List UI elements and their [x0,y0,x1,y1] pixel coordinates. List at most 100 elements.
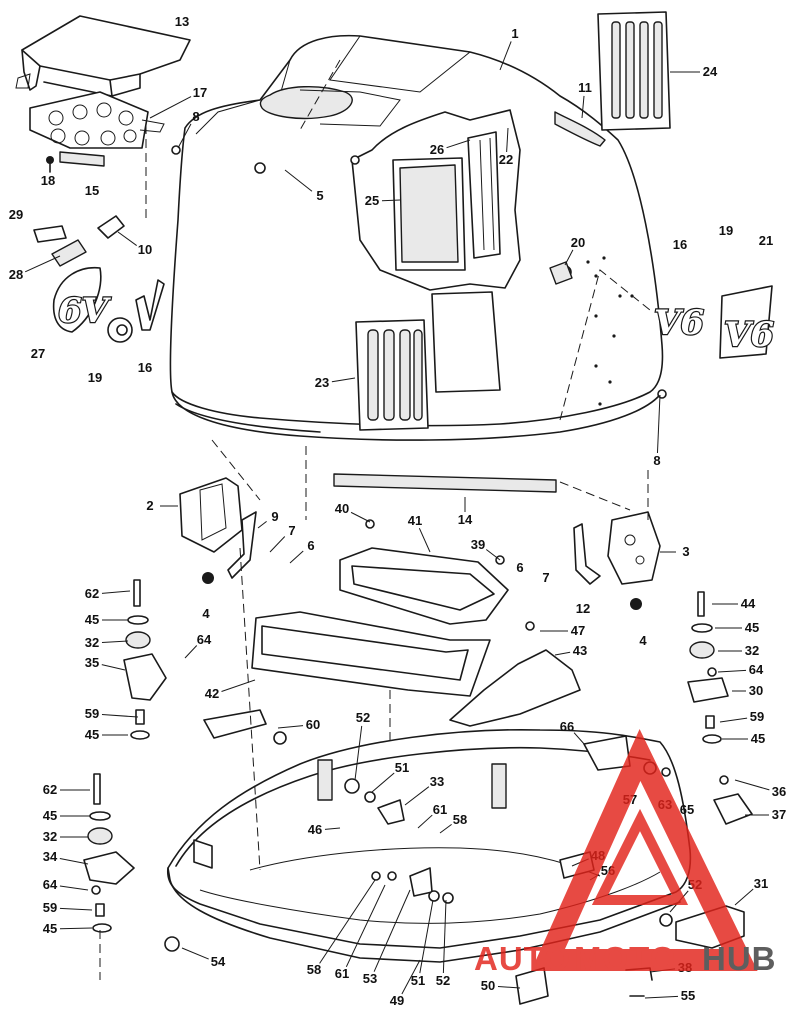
callout-number: 6 [307,538,314,553]
callout-21: 21 [759,233,773,248]
callout-number: 52 [356,710,370,725]
callout-34: 34 [43,849,89,865]
callout-number: 5 [316,188,323,203]
callout-6: 6 [516,560,523,575]
callout-leader-line [221,679,256,692]
callout-number: 1 [511,26,518,41]
callout-leader-line [350,511,371,523]
callout-53: 53 [363,889,411,986]
callout-number: 2 [146,498,153,513]
callout-number: 30 [749,683,763,698]
callout-51: 51 [411,899,434,988]
callout-number: 14 [458,512,473,527]
callout-number: 47 [571,623,585,638]
callout-number: 54 [211,954,226,969]
callout-number: 16 [673,237,687,252]
callout-47: 47 [540,623,585,638]
callout-leader-line [581,95,585,119]
cover-43 [449,649,581,727]
bracket-3 [607,511,661,585]
callout-number: 64 [197,632,212,647]
callout-7: 7 [269,523,296,553]
callout-number: 60 [306,717,320,732]
callout-leader-line [404,786,430,806]
callout-19: 19 [88,370,102,385]
mount-stack-left-bottom [83,773,135,933]
watermark-moto: MOTO [574,940,676,977]
callout-leader-line [734,779,770,791]
cover-plate-13 [15,15,191,97]
handle-60 [203,709,267,739]
air-grille-24 [597,11,671,131]
ring-52 [659,913,673,927]
callout-18: 18 [41,173,55,188]
mount-stack-right [687,591,729,744]
callout-number: 21 [759,233,773,248]
callout-number: 32 [85,635,99,650]
callout-leader-line [345,884,386,968]
callout-leader-line [656,394,661,454]
callout-number: 39 [471,537,485,552]
callout-number: 4 [639,633,647,648]
callout-62: 62 [85,586,131,601]
callout-1: 1 [499,26,519,71]
callout-leader-line [331,377,356,383]
callout-leader-line [181,947,209,960]
callout-leader-line [184,645,198,659]
gasket-41 [339,547,509,625]
callout-leader-line [101,590,131,594]
callout-leader-line [269,536,286,553]
decal-6-and-v-mirrored [107,279,165,343]
callout-number: 65 [680,802,694,817]
callout-number: 11 [578,80,592,95]
callout-number: 36 [772,784,786,799]
callout-number: 19 [88,370,102,385]
callout-3: 3 [660,544,690,559]
callout-number: 51 [411,973,425,988]
callout-leader-line [497,986,521,989]
callout-number: 66 [560,719,574,734]
callout-45: 45 [43,921,93,936]
callout-number: 64 [749,662,764,677]
callout-number: 31 [754,876,768,891]
callout-14: 14 [458,497,473,527]
callout-leader-line [24,255,61,273]
bracket-2 [179,477,243,553]
callout-number: 9 [271,509,278,524]
callout-49: 49 [390,959,421,1008]
decal-v6-21: V6 [719,285,775,359]
callout-39: 39 [471,537,501,561]
callout-number: 45 [43,808,57,823]
callout-35: 35 [85,655,126,671]
callout-number: 29 [9,207,23,222]
callout-number: 49 [390,993,404,1008]
callout-9: 9 [257,509,279,529]
callout-leader-line [59,907,93,911]
callout-leader-line [446,139,471,149]
callout-leader-line [354,725,363,781]
callout-37: 37 [745,807,786,822]
callout-45: 45 [715,620,759,635]
callout-41: 41 [408,513,431,553]
callout-29: 29 [9,207,23,222]
callout-leader-line [442,899,447,974]
callout-leader-line [101,640,129,644]
callout-23: 23 [315,375,356,390]
callout-number: 8 [653,453,660,468]
callout-64: 64 [184,632,212,659]
callout-number: 7 [288,523,295,538]
callout-leader-line [719,717,748,723]
callout-number: 50 [481,978,495,993]
callout-leader-line [117,231,137,246]
screw-36 [719,775,729,785]
automotohub-watermark: AUTO MOTO HUB [474,729,776,977]
screw-47 [525,621,535,631]
callout-number: 42 [205,686,219,701]
callout-number: 61 [433,802,447,817]
callout-number: 7 [542,570,549,585]
callout-leader-line [257,520,267,529]
callout-13: 13 [175,14,189,29]
callout-number: 26 [430,142,444,157]
callout-8: 8 [653,394,661,468]
